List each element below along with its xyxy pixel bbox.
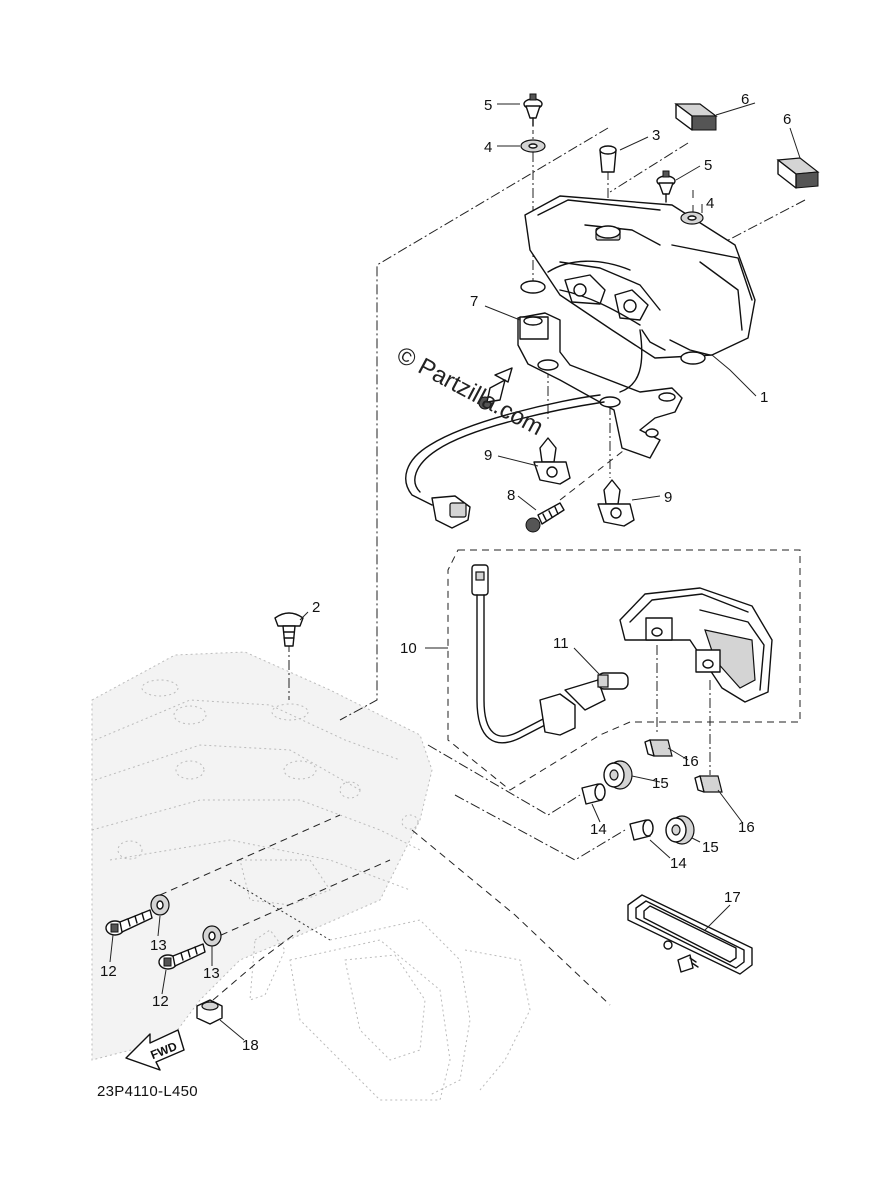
clip-9a [533,437,571,485]
callout-4: 4 [484,139,492,156]
screw-5a [523,93,543,127]
washer-13b [202,925,222,947]
callout-13: 13 [203,965,220,982]
callout-leaders [109,102,801,1041]
plate-holder-17 [627,894,753,975]
washer-4b [680,211,704,225]
callout-17: 17 [724,889,741,906]
callout-6: 6 [741,91,749,108]
washer-13a [150,894,170,916]
callout-8: 8 [507,487,515,504]
taillight-assembly [520,195,756,365]
washer-4a [520,139,546,153]
nut-18 [196,999,223,1025]
callout-14: 14 [670,855,687,872]
callout-5: 5 [484,97,492,114]
grommet-15b [665,815,695,845]
callout-9: 9 [664,489,672,506]
callout-labels: 5 4 3 6 6 5 4 7 1 9 9 8 2 10 11 16 16 15… [100,91,791,1054]
screw-upper [478,367,513,410]
collar-3 [599,145,617,173]
collar-14b [629,819,654,841]
callout-10: 10 [400,640,417,657]
grommet-15a [603,760,633,790]
license-lamp [471,564,773,744]
callout-5: 5 [704,157,712,174]
bolt-12a [105,909,153,936]
callout-16: 16 [682,753,699,770]
callout-18: 18 [242,1037,259,1054]
callout-11: 11 [553,635,569,652]
callout-15: 15 [652,775,669,792]
bolt-12b [158,943,206,970]
callout-15: 15 [702,839,719,856]
callout-2: 2 [312,599,320,616]
guide-lines [159,127,806,1006]
callout-12: 12 [152,993,169,1010]
screw-5b [656,170,676,203]
collar-14a [581,783,606,805]
callout-6: 6 [783,111,791,128]
callout-16: 16 [738,819,755,836]
nut-16b [694,775,723,793]
diagram-code: 23P4110-L450 [97,1083,198,1100]
clip-9b [597,479,635,527]
damper-pad-6a [674,103,718,131]
callout-12: 12 [100,963,117,980]
callout-13: 13 [150,937,167,954]
damper-pad-6b [776,157,820,189]
taillight-bracket [405,312,683,529]
callout-9: 9 [484,447,492,464]
screw-2 [274,612,304,647]
callout-3: 3 [652,127,660,144]
bolt-8 [525,502,565,533]
callout-7: 7 [470,293,478,310]
callout-1: 1 [760,389,768,406]
callout-14: 14 [590,821,607,838]
rear-frame-ghost [91,651,531,1101]
nut-16a [644,739,673,757]
callout-4: 4 [706,195,714,212]
